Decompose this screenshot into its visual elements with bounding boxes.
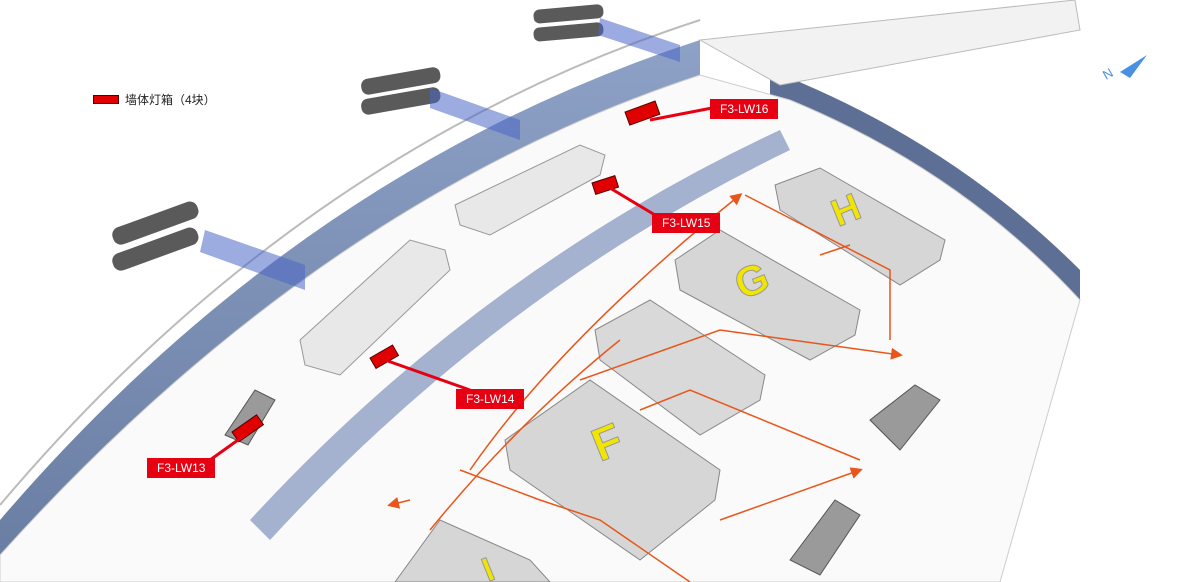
legend: 墙体灯箱（4块） — [93, 91, 216, 108]
outer-glass-band — [0, 40, 700, 555]
island-shape-mid — [594, 299, 766, 436]
compass-letter: N — [1100, 65, 1116, 83]
callout-leaders — [209, 106, 713, 462]
upper-counter-2 — [454, 144, 606, 236]
compass-arrow-icon: N — [1100, 55, 1147, 83]
island-h-shape — [774, 167, 946, 286]
callout-f3-lw16: F3-LW16 — [710, 99, 779, 119]
inner-glass-corridor — [250, 130, 790, 540]
jet-bridges — [112, 4, 604, 271]
upper-right-block — [698, 0, 1081, 86]
callout-f3-lw13: F3-LW13 — [147, 458, 216, 478]
legend-label: 墙体灯箱（4块） — [125, 93, 216, 107]
outer-roof-edge — [0, 19, 701, 506]
upper-counter-1 — [299, 239, 451, 376]
route-lines — [387, 193, 903, 582]
callout-f3-lw15: F3-LW15 — [652, 213, 721, 233]
wall-light-boxes — [231, 100, 661, 443]
island-f-shape — [504, 379, 721, 561]
island-i-shape — [394, 519, 551, 582]
callout-f3-lw14: F3-LW14 — [456, 389, 525, 409]
legend-swatch-icon — [93, 95, 119, 104]
jet-bridge-corridors — [200, 18, 680, 290]
